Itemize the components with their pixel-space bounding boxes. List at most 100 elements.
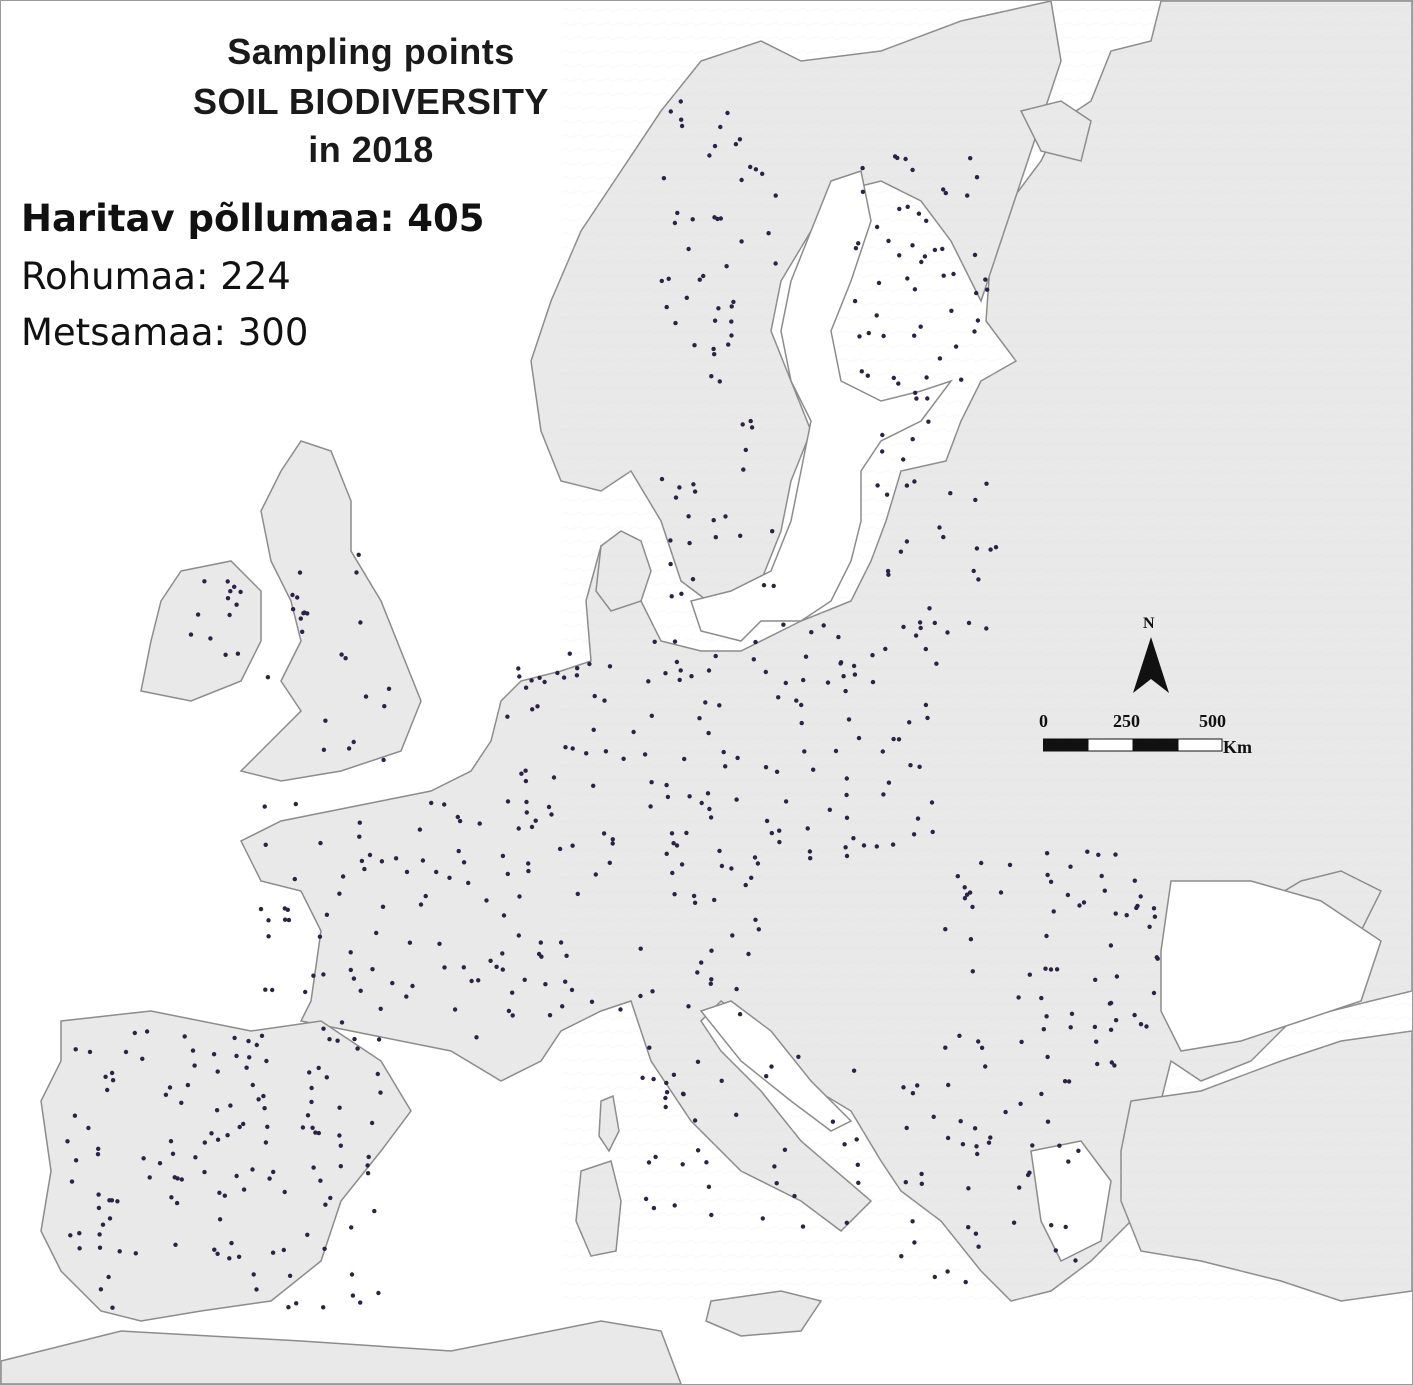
- sampling-point: [959, 377, 964, 382]
- sampling-point: [886, 572, 891, 577]
- sampling-point: [983, 277, 988, 282]
- sampling-point: [708, 981, 713, 986]
- sampling-point: [168, 1139, 174, 1144]
- sampling-point: [743, 882, 748, 888]
- sampling-point: [874, 313, 879, 318]
- sampling-point: [321, 972, 326, 977]
- sampling-point: [998, 890, 1004, 895]
- sampling-point: [856, 735, 862, 741]
- sampling-point: [366, 1154, 371, 1160]
- sampling-point: [1093, 977, 1098, 982]
- sampling-point: [476, 978, 481, 983]
- sampling-point: [680, 1091, 686, 1097]
- sampling-point: [901, 1085, 906, 1090]
- sampling-point: [974, 546, 980, 551]
- sampling-point: [195, 612, 201, 617]
- sampling-point: [522, 977, 527, 982]
- sampling-point: [246, 1038, 251, 1044]
- sampling-point: [841, 674, 846, 679]
- sampling-point: [890, 842, 896, 847]
- sampling-point: [709, 948, 714, 953]
- sampling-point: [695, 970, 700, 975]
- sampling-point: [1151, 990, 1157, 996]
- sampling-point: [539, 954, 544, 959]
- sampling-point: [357, 820, 362, 825]
- sampling-point: [966, 620, 972, 626]
- sampling-point: [673, 495, 679, 500]
- sampling-point: [974, 1144, 979, 1149]
- sampling-point: [772, 1164, 777, 1169]
- sampling-point: [951, 271, 956, 277]
- sampling-point: [649, 780, 654, 785]
- sampling-point: [712, 143, 718, 149]
- sampling-point: [452, 1007, 458, 1012]
- sampling-point: [247, 1055, 252, 1060]
- sampling-point: [704, 1160, 709, 1165]
- north-arrow-icon: [1133, 637, 1169, 693]
- sampling-point: [167, 1085, 173, 1090]
- sampling-point: [378, 1090, 383, 1095]
- sampling-point: [884, 492, 890, 497]
- sampling-point: [783, 680, 788, 686]
- sampling-point: [301, 611, 306, 616]
- sampling-point: [709, 374, 714, 379]
- sampling-point: [141, 1156, 146, 1161]
- sampling-point: [287, 1273, 293, 1279]
- sampling-point: [263, 842, 268, 847]
- sampling-point: [1048, 967, 1054, 972]
- sampling-point: [1066, 1079, 1072, 1084]
- sampling-point: [100, 1222, 106, 1227]
- sampling-point: [321, 1305, 326, 1310]
- sampling-point: [672, 639, 678, 644]
- sampling-point: [706, 668, 712, 673]
- sampling-point: [743, 447, 748, 453]
- sampling-point: [132, 1030, 137, 1036]
- sampling-point: [346, 746, 352, 751]
- sampling-point: [423, 893, 428, 899]
- sampling-point: [719, 863, 725, 869]
- sampling-point: [352, 1036, 357, 1042]
- sampling-point: [941, 534, 946, 540]
- sampling-point: [1113, 911, 1118, 916]
- sampling-point: [706, 730, 711, 736]
- sampling-point: [418, 902, 424, 907]
- sea-aegean: [1030, 1140, 1112, 1263]
- sampling-point: [642, 752, 648, 757]
- sampling-point: [202, 1169, 207, 1175]
- sampling-point: [1081, 900, 1087, 905]
- sampling-point: [77, 1246, 82, 1251]
- sampling-point: [292, 876, 297, 882]
- sampling-point: [587, 661, 592, 667]
- sampling-point: [753, 639, 758, 645]
- sampling-point: [918, 324, 923, 329]
- sampling-point: [679, 862, 685, 867]
- sampling-point: [903, 1180, 908, 1185]
- sampling-point: [756, 927, 761, 932]
- sampling-point: [917, 764, 922, 769]
- sampling-point: [934, 661, 939, 666]
- sampling-point: [192, 1063, 197, 1068]
- sampling-point: [730, 933, 735, 938]
- sampling-point: [327, 1037, 332, 1042]
- sampling-point: [881, 792, 886, 797]
- sampling-point: [241, 1121, 246, 1127]
- sampling-point: [976, 1039, 981, 1044]
- sampling-point: [294, 1301, 299, 1306]
- sampling-point: [516, 933, 521, 938]
- sampling-point: [844, 776, 849, 781]
- sampling-point: [763, 669, 768, 675]
- sampling-point: [232, 584, 237, 589]
- sampling-point: [703, 700, 708, 705]
- sampling-point: [891, 736, 896, 742]
- sampling-point: [589, 999, 595, 1004]
- sampling-point: [259, 1033, 265, 1039]
- sampling-point: [675, 210, 680, 216]
- sampling-point: [707, 153, 712, 158]
- sampling-point: [1016, 995, 1021, 1000]
- sampling-point: [937, 356, 943, 361]
- sampling-point: [607, 664, 613, 669]
- sampling-point: [339, 1020, 345, 1025]
- sampling-point: [1147, 924, 1152, 929]
- sampling-point: [340, 874, 346, 879]
